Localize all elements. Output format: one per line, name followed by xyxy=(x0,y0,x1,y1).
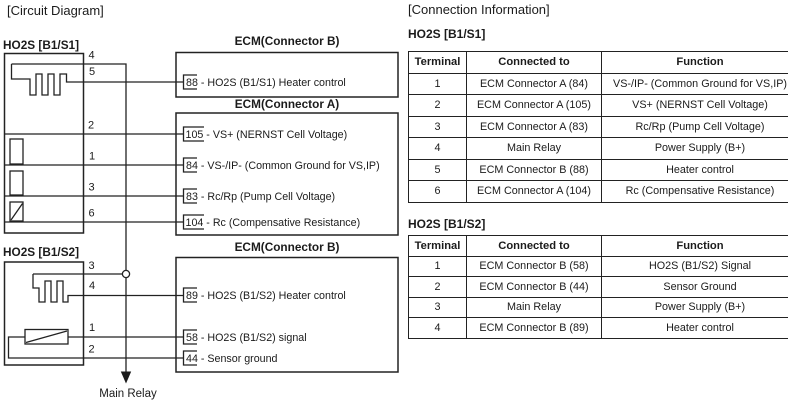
table-row: 4 ECM Connector B (89) Heater control xyxy=(409,318,788,339)
connection-info-section-title: [Connection Information] xyxy=(408,2,550,17)
connected-cell: ECM Connector B (44) xyxy=(467,277,602,298)
connection-table-b1s2: Terminal Connected to Function 1 ECM Con… xyxy=(408,235,788,339)
pin-44-label: 44 - Sensor ground xyxy=(186,353,278,365)
main-relay-arrow-icon xyxy=(121,372,131,384)
ecm-b2-title: ECM(Connector B) xyxy=(235,240,340,254)
terminal-cell: 3 xyxy=(409,116,467,138)
function-cell: Power Supply (B+) xyxy=(602,297,788,318)
circuit-section-title: [Circuit Diagram] xyxy=(7,3,104,18)
connected-cell: ECM Connector B (58) xyxy=(467,256,602,277)
function-cell: VS+ (NERNST Cell Voltage) xyxy=(602,95,788,117)
table-row: 6 ECM Connector A (104) Rc (Compensative… xyxy=(409,181,788,203)
table-header-row: Terminal Connected to Function xyxy=(409,236,788,257)
sensor2-terminal-1: 1 xyxy=(89,322,95,334)
sensor2-terminal-2: 2 xyxy=(89,344,95,356)
ecm-b1-title: ECM(Connector B) xyxy=(235,34,340,48)
sensor2-title: HO2S [B1/S2] xyxy=(3,245,79,259)
connected-cell: ECM Connector A (105) xyxy=(467,95,602,117)
sensor1-title: HO2S [B1/S1] xyxy=(3,38,79,52)
table-b1s1-title: HO2S [B1/S1] xyxy=(408,27,485,41)
circuit-diagram-svg: [Circuit Diagram] HO2S [B1/S1] 4 5 2 1 3… xyxy=(0,0,405,403)
terminal-cell: 5 xyxy=(409,159,467,181)
function-cell: Rc/Rp (Pump Cell Voltage) xyxy=(602,116,788,138)
main-relay-bus-wire xyxy=(12,64,127,372)
function-cell: HO2S (B1/S2) Signal xyxy=(602,256,788,277)
connected-cell: ECM Connector B (89) xyxy=(467,318,602,339)
connected-cell: ECM Connector B (88) xyxy=(467,159,602,181)
connected-cell: Main Relay xyxy=(467,297,602,318)
function-cell: Rc (Compensative Resistance) xyxy=(602,181,788,203)
function-cell: Heater control xyxy=(602,159,788,181)
sensor1-terminal-2: 2 xyxy=(88,120,94,132)
table-b1s2-title: HO2S [B1/S2] xyxy=(408,217,485,231)
terminal-cell: 6 xyxy=(409,181,467,203)
pin-88-label: 88 - HO2S (B1/S1) Heater control xyxy=(186,77,346,89)
terminal-cell: 1 xyxy=(409,73,467,95)
main-relay-label: Main Relay xyxy=(99,388,157,400)
terminal-header: Terminal xyxy=(409,52,467,74)
table-row: 1 ECM Connector A (84) VS-/IP- (Common G… xyxy=(409,73,788,95)
sensor2-terminal-4: 4 xyxy=(89,280,95,292)
function-cell: Power Supply (B+) xyxy=(602,138,788,160)
sensor1-pump-cell-icon xyxy=(10,171,23,195)
ecm-b1-box xyxy=(176,53,398,98)
function-cell: Heater control xyxy=(602,318,788,339)
table-row: 5 ECM Connector B (88) Heater control xyxy=(409,159,788,181)
table-row: 4 Main Relay Power Supply (B+) xyxy=(409,138,788,160)
function-header: Function xyxy=(602,52,788,74)
sensor1-terminal-3: 3 xyxy=(89,182,95,194)
terminal-cell: 3 xyxy=(409,297,467,318)
table-header-row: Terminal Connected to Function xyxy=(409,52,788,74)
table-row: 3 ECM Connector A (83) Rc/Rp (Pump Cell … xyxy=(409,116,788,138)
sensor1-heater-icon xyxy=(12,64,184,95)
pin-84-label: 84 - VS-/IP- (Common Ground for VS,IP) xyxy=(186,160,380,172)
bus-junction-dot xyxy=(122,270,129,277)
sensor2-terminal-3: 3 xyxy=(89,260,95,272)
sensor1-terminal-6: 6 xyxy=(89,208,95,220)
pin-89-label: 89 - HO2S (B1/S2) Heater control xyxy=(186,290,346,302)
terminal-cell: 1 xyxy=(409,256,467,277)
pin-58-label: 58 - HO2S (B1/S2) signal xyxy=(186,332,307,344)
sensor1-nernst-cell-icon xyxy=(10,139,23,164)
sensor1-terminal-4: 4 xyxy=(89,50,95,62)
function-header: Function xyxy=(602,236,788,257)
connected-cell: Main Relay xyxy=(467,138,602,160)
connected-cell: ECM Connector A (84) xyxy=(467,73,602,95)
terminal-cell: 2 xyxy=(409,277,467,298)
table-row: 2 ECM Connector B (44) Sensor Ground xyxy=(409,277,788,298)
function-cell: Sensor Ground xyxy=(602,277,788,298)
pin-104-label: 104 - Rc (Compensative Resistance) xyxy=(186,217,361,229)
sensor1-terminal-1: 1 xyxy=(89,151,95,163)
ecm-a-title: ECM(Connector A) xyxy=(235,97,339,111)
connected-header: Connected to xyxy=(467,52,602,74)
terminal-cell: 2 xyxy=(409,95,467,117)
function-cell: VS-/IP- (Common Ground for VS,IP) xyxy=(602,73,788,95)
sensor1-terminal-5: 5 xyxy=(89,66,95,78)
connected-header: Connected to xyxy=(467,236,602,257)
pin-105-label: 105 - VS+ (NERNST Cell Voltage) xyxy=(186,129,348,141)
circuit-diagram-panel: [Circuit Diagram] HO2S [B1/S1] 4 5 2 1 3… xyxy=(0,0,405,403)
connection-table-b1s1: Terminal Connected to Function 1 ECM Con… xyxy=(408,51,788,203)
terminal-header: Terminal xyxy=(409,236,467,257)
sensor2-connector-box xyxy=(5,262,84,365)
sensor2-heater-icon xyxy=(33,274,183,302)
connected-cell: ECM Connector A (83) xyxy=(467,116,602,138)
connected-cell: ECM Connector A (104) xyxy=(467,181,602,203)
pin-83-label: 83 - Rc/Rp (Pump Cell Voltage) xyxy=(186,191,335,203)
table-row: 3 Main Relay Power Supply (B+) xyxy=(409,297,788,318)
table-row: 2 ECM Connector A (105) VS+ (NERNST Cell… xyxy=(409,95,788,117)
terminal-cell: 4 xyxy=(409,138,467,160)
terminal-cell: 4 xyxy=(409,318,467,339)
table-row: 1 ECM Connector B (58) HO2S (B1/S2) Sign… xyxy=(409,256,788,277)
